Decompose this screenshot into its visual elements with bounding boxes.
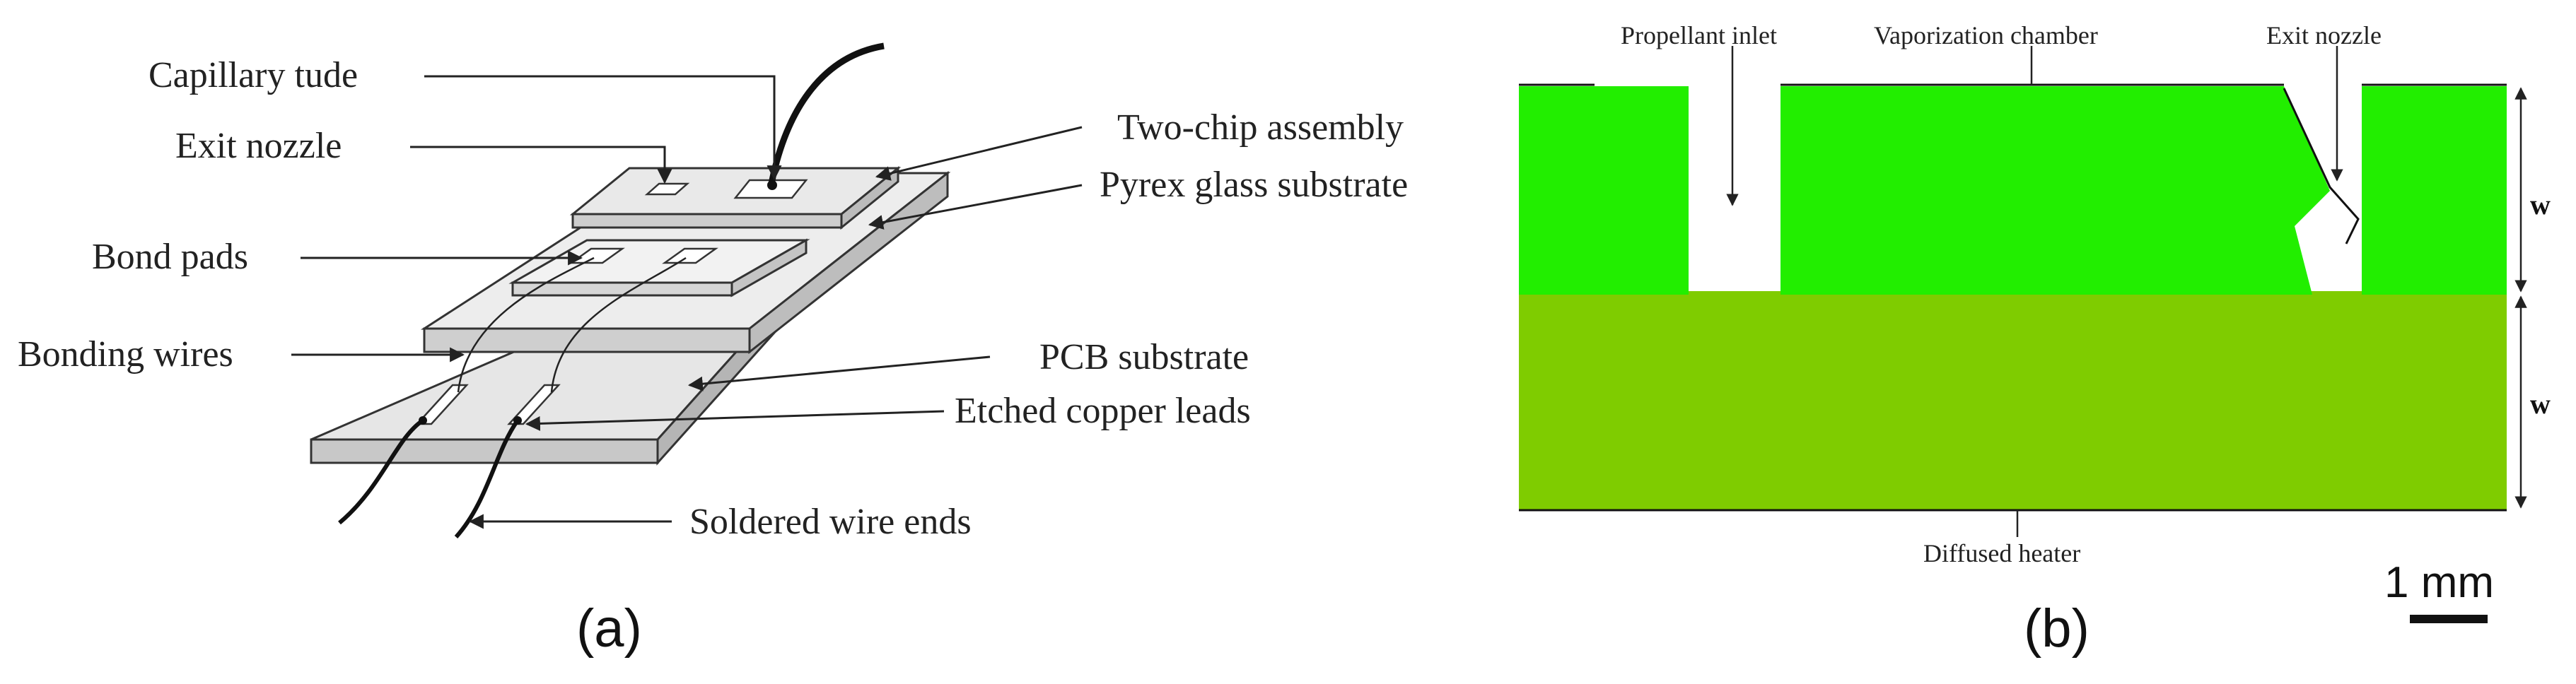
label-w-upper: w xyxy=(2530,189,2551,220)
label-exit-nozzle-a: Exit nozzle xyxy=(175,126,342,166)
caption-b: (b) xyxy=(2024,598,2090,659)
upper-chip-right xyxy=(2362,86,2507,295)
upper-chip-side xyxy=(840,165,899,230)
soldered-wire-2 xyxy=(454,419,520,539)
panel-b-drawing xyxy=(1519,83,2507,512)
copper-lead-1 xyxy=(415,384,469,425)
label-etched-copper-leads: Etched copper leads xyxy=(955,391,1251,431)
label-propellant-inlet: Propellant inlet xyxy=(1621,21,1777,49)
bonding-wire-2 xyxy=(550,256,687,393)
lower-chip-side xyxy=(730,238,808,297)
label-pyrex-glass-substrate: Pyrex glass substrate xyxy=(1100,165,1408,205)
nozzle-outline xyxy=(2283,88,2360,244)
lower-chip xyxy=(1519,291,2507,510)
label-vaporization-chamber: Vaporization chamber xyxy=(1874,21,2098,49)
label-two-chip-assembly: Two-chip assembly xyxy=(1117,107,1404,148)
lower-chip-front xyxy=(511,281,733,297)
panel-a-leaders xyxy=(291,75,1083,529)
label-exit-nozzle-b: Exit nozzle xyxy=(2266,21,2382,49)
label-w-lower: w xyxy=(2530,388,2551,420)
upper-chip-left xyxy=(1519,86,1689,295)
upper-chip-middle xyxy=(1781,86,2330,295)
bond-pad-2 xyxy=(662,247,718,264)
scale-bar-label: 1 mm xyxy=(2384,558,2494,607)
bond-pad-1 xyxy=(569,247,625,264)
scale-bar xyxy=(2410,615,2488,623)
solder-dot-1 xyxy=(419,416,427,425)
exit-nozzle-window xyxy=(644,182,690,196)
label-soldered-wire-ends: Soldered wire ends xyxy=(689,502,972,542)
label-capillary-tube: Capillary tude xyxy=(148,55,358,95)
label-diffused-heater: Diffused heater xyxy=(1923,539,2080,567)
bonding-wire-1 xyxy=(457,256,595,393)
capillary-tube-end xyxy=(767,180,777,190)
label-bonding-wires: Bonding wires xyxy=(18,334,233,375)
label-bond-pads: Bond pads xyxy=(92,237,248,277)
panel-b-leaders xyxy=(1726,46,2527,537)
pcb-substrate-front xyxy=(310,438,659,464)
upper-chip-front xyxy=(571,213,843,229)
capillary-tube xyxy=(767,42,885,188)
panel-a-drawing xyxy=(310,42,951,539)
caption-a: (a) xyxy=(576,598,642,659)
soldered-wire-1 xyxy=(338,418,424,525)
label-pcb-substrate: PCB substrate xyxy=(1039,337,1249,377)
solder-dot-2 xyxy=(513,416,522,425)
